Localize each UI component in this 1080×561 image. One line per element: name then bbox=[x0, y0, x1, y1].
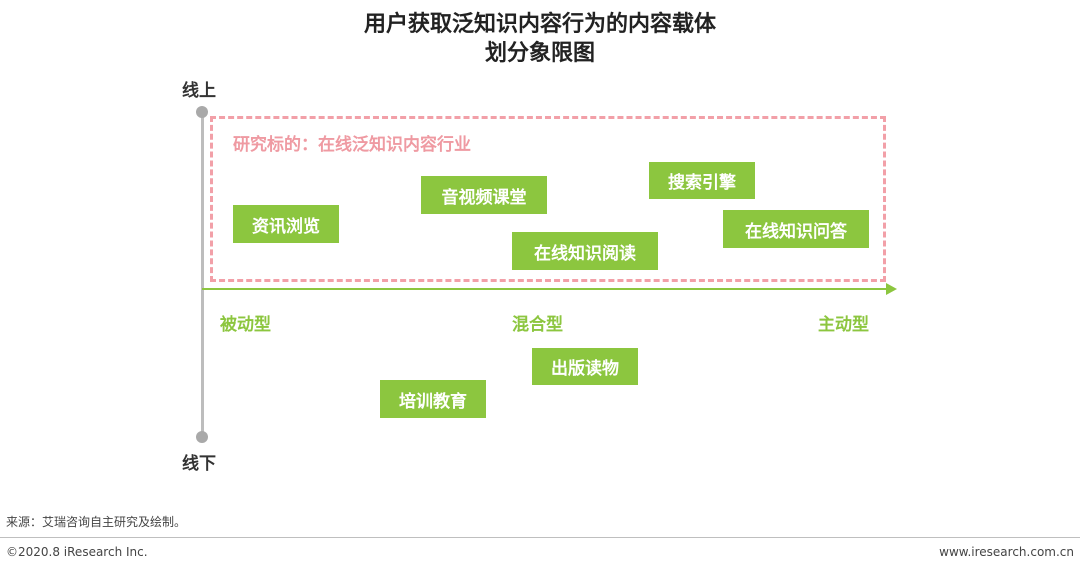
chart-title-line2: 划分象限图 bbox=[484, 41, 595, 66]
chart-title: 用户获取泛知识内容行为的内容载体 划分象限图 bbox=[0, 10, 1080, 68]
item-search-engine: 搜索引擎 bbox=[649, 162, 755, 199]
axis-label-offline: 线下 bbox=[182, 454, 216, 474]
axis-label-mixed: 混合型 bbox=[512, 315, 563, 335]
item-av-course: 音视频课堂 bbox=[421, 176, 547, 214]
horizontal-axis bbox=[202, 288, 888, 290]
website-link[interactable]: www.iresearch.com.cn bbox=[939, 545, 1074, 559]
vertical-axis bbox=[201, 112, 204, 437]
item-online-reading: 在线知识阅读 bbox=[512, 232, 658, 270]
axis-top-dot bbox=[196, 106, 208, 118]
item-info-browse: 资讯浏览 bbox=[233, 205, 339, 243]
footer-divider bbox=[0, 537, 1080, 538]
axis-label-active: 主动型 bbox=[818, 315, 869, 335]
axis-label-online: 线上 bbox=[182, 81, 216, 101]
item-publication: 出版读物 bbox=[532, 348, 638, 385]
research-target-region bbox=[210, 116, 886, 282]
item-online-qa: 在线知识问答 bbox=[723, 210, 869, 248]
axis-bottom-dot bbox=[196, 431, 208, 443]
axis-label-passive: 被动型 bbox=[220, 315, 271, 335]
item-training: 培训教育 bbox=[380, 380, 486, 418]
copyright: ©2020.8 iResearch Inc. bbox=[6, 545, 148, 559]
source-note: 来源：艾瑞咨询自主研究及绘制。 bbox=[6, 515, 187, 529]
research-target-label: 研究标的：在线泛知识内容行业 bbox=[233, 135, 471, 155]
chart-title-line1: 用户获取泛知识内容行为的内容载体 bbox=[363, 12, 716, 37]
horizontal-axis-arrow bbox=[886, 283, 897, 295]
